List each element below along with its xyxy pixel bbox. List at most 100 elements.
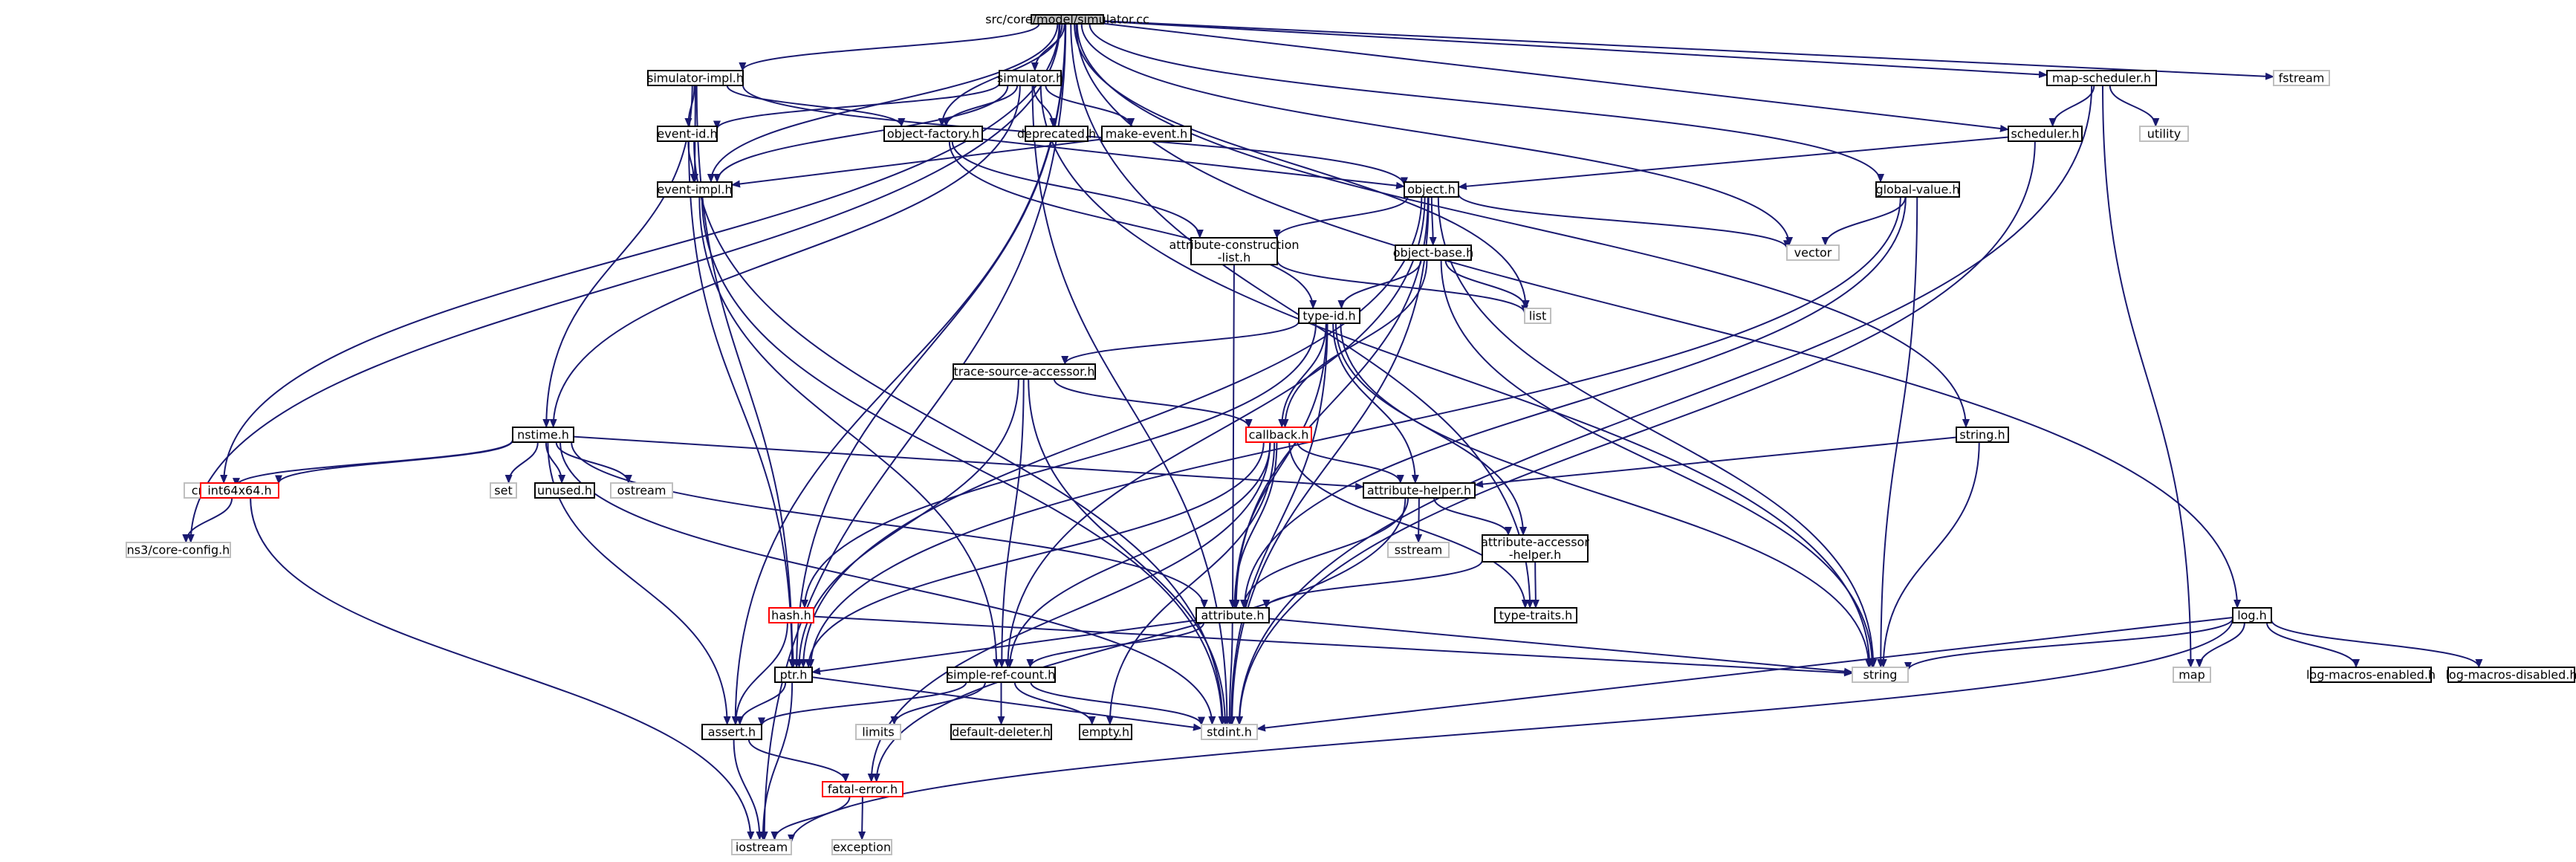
node-nstime[interactable]: nstime.h [512,427,574,443]
edge-objh-to-attrcons [1273,196,1409,239]
node-box [1524,308,1551,324]
node-box [774,667,813,683]
edge-eventid-to-stdint [693,140,1227,725]
node-label: nstime.h [517,428,569,442]
edge-mapsched-to-utility [2109,85,2160,127]
edge-nstime-to-attrh [571,441,1208,609]
edge-objbase-to-typeid [1337,259,1422,309]
edge-attrhelp-to-attrh [1239,497,1409,609]
node-simh[interactable]: simulator.h [997,70,1063,86]
node-objh[interactable]: object.h [1404,181,1459,198]
edge-callback-to-attrh [1230,441,1278,609]
edge-root-to-sched [1103,22,2009,132]
node-utility: utility [2139,126,2189,142]
node-ptrh[interactable]: ptr.h [774,667,813,683]
edge-ptrh-to-iostream [759,681,794,840]
edge-simh-to-deprec [1033,85,1057,127]
node-box [953,363,1096,380]
node-tracesrc[interactable]: trace-source-accessor.h [953,363,1096,380]
node-set: set [490,482,517,499]
node-label: global-value.h [1875,183,1959,197]
node-logmd[interactable]: log-macros-disabled.h [2445,667,2576,683]
edge-attracc-to-attrh [1262,560,1483,609]
node-stringh[interactable]: string.h [1956,427,2009,443]
node-simimpl[interactable]: simulator-impl.h [647,70,744,86]
node-box [1852,667,1909,683]
node-assert[interactable]: assert.h [701,724,762,740]
edge-callback-to-ptrh [805,441,1265,668]
edge-simref-to-stdint [1030,681,1205,726]
edge-simimpl-to-ptrh [695,85,797,668]
edge-objh-to-stdint [1228,196,1430,725]
edge-root-to-cmath [220,23,1060,484]
node-box [657,181,733,198]
node-callback[interactable]: callback.h [1245,427,1312,443]
node-box [731,839,792,855]
node-label: unused.h [537,484,592,498]
edge-stringh-to-attrhelp [1474,436,1957,488]
edge-root-to-iostream [760,23,1067,840]
node-vector: vector [1786,244,1840,261]
edge-objh-to-ptrh [799,196,1423,668]
node-objbase[interactable]: object-base.h [1393,244,1473,261]
edge-logh-to-string [1904,618,2233,672]
node-box [2447,667,2575,683]
node-globval[interactable]: global-value.h [1875,181,1960,198]
node-label: object.h [1407,183,1456,197]
node-label: scheduler.h [2011,127,2079,141]
node-root[interactable]: src/core/model/simulator.cc [985,13,1149,27]
edge-assert-to-iostream [733,739,764,840]
node-stdint: stdint.h [1201,724,1258,740]
edge-objbase-to-callback [1281,259,1428,428]
edge-root-to-assert [731,23,1066,725]
node-box [126,542,231,558]
node-unused[interactable]: unused.h [534,482,595,499]
node-typeid[interactable]: type-id.h [1298,308,1360,324]
node-attrcons[interactable]: attribute-construction-list.h [1169,237,1300,265]
node-objfact[interactable]: object-factory.h [883,126,983,142]
edge-objbase-to-list [1444,259,1529,309]
node-typetraits[interactable]: type-traits.h [1494,607,1577,623]
edge-root-to-fstream [1103,20,2274,80]
node-deprec[interactable]: deprecated.h [1017,126,1096,142]
node-box [1494,607,1577,623]
node-fatal[interactable]: fatal-error.h [822,781,903,797]
node-mapsched[interactable]: map-scheduler.h [2046,70,2157,86]
node-hash[interactable]: hash.h [768,607,814,623]
edge-stringh-to-string [1879,441,1980,668]
edge-tracesrc-to-simref [998,378,1025,668]
node-logme[interactable]: log-macros-enabled.h [2306,667,2436,683]
node-empty[interactable]: empty.h [1079,724,1132,740]
edge-attracc-to-typetraits [1531,561,1540,609]
node-label: event-id.h [657,127,717,141]
node-makeevent[interactable]: make-event.h [1101,126,1192,142]
node-attrh[interactable]: attribute.h [1195,607,1270,623]
node-eventid[interactable]: event-id.h [657,126,718,142]
node-box [950,724,1052,740]
edge-root-to-simimpl [739,23,1040,71]
node-label: string.h [1959,428,2005,442]
edge-int64-to-iostream [250,497,755,840]
node-attracc[interactable]: attribute-accessor-helper.h [1481,534,1589,563]
node-eventimpl[interactable]: event-impl.h [657,181,733,198]
node-logh[interactable]: log.h [2232,607,2272,623]
node-int64[interactable]: int64x64.h [200,482,279,499]
node-attrhelp[interactable]: attribute-helper.h [1363,482,1476,499]
edge-eventid-to-ptrh [687,140,797,668]
edge-callback-to-typetraits [1288,441,1529,609]
edge-ptrh-to-stdint [811,676,1202,731]
edge-nstime-to-set [505,441,539,484]
edge-simref-to-assert [758,681,967,727]
edge-attrhelp-to-sstream [1415,497,1423,543]
node-label: ptr.h [780,668,808,682]
node-label: src/core/model/simulator.cc [985,13,1149,27]
node-simref[interactable]: simple-ref-count.h [947,667,1056,683]
node-box [1387,542,1450,558]
edge-nstime-to-stdint [559,441,1216,725]
edge-root-to-nscfg [186,23,1061,543]
node-defdel[interactable]: default-deleter.h [950,724,1052,740]
node-box [947,667,1056,683]
node-sched[interactable]: scheduler.h [2008,126,2083,142]
node-box [831,839,892,855]
edge-hash-to-assert [732,622,788,725]
